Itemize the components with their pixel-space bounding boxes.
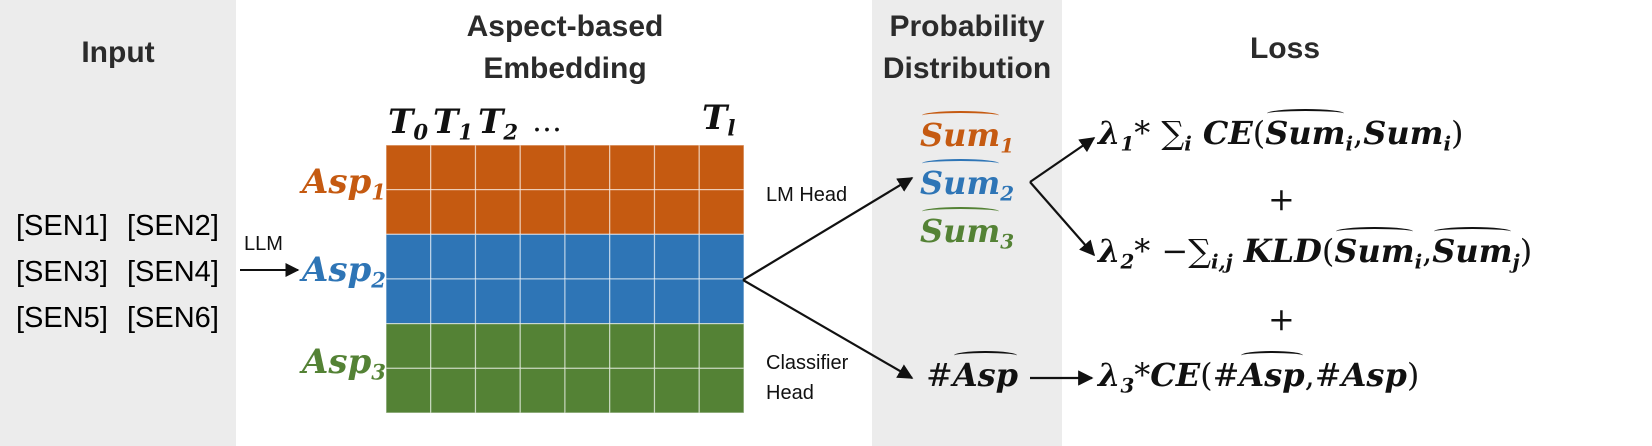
embedding-cell-aspect1 <box>474 189 521 235</box>
probability-header-line1: Probability <box>889 10 1045 43</box>
sum-hat-2: Sum2 <box>920 158 1015 206</box>
token-ellipsis: … <box>532 104 562 139</box>
input-header: Input <box>81 36 155 69</box>
loss-term-2: λ2* −∑i,j KLD(Sumi,Sumj) <box>1098 226 1533 274</box>
llm-label: LLM <box>244 233 283 255</box>
embedding-cell-aspect1 <box>385 144 432 191</box>
token-t2: T2 <box>478 102 518 145</box>
embedding-cell-aspect2 <box>698 278 745 325</box>
embedding-cell-aspect1 <box>698 144 745 191</box>
embedding-cell-aspect1 <box>519 144 566 191</box>
embedding-cell-aspect2 <box>474 278 521 325</box>
embedding-cell-aspect3 <box>519 323 566 369</box>
sentence-1: [SEN1] <box>16 210 108 242</box>
probability-header-line2: Distribution <box>882 52 1052 85</box>
embedding-cell-aspect1 <box>474 144 521 191</box>
plus-sign-1: + <box>1268 180 1295 218</box>
embedding-cell-aspect1 <box>519 189 566 235</box>
embedding-cell-aspect1 <box>385 189 432 235</box>
embedding-cell-aspect2 <box>385 278 432 325</box>
embedding-cell-aspect1 <box>653 144 700 191</box>
plus-sign-2: + <box>1268 300 1295 338</box>
embedding-cell-aspect3 <box>474 323 521 369</box>
aspect-count-hat: #Asp <box>926 350 1019 394</box>
token-t1: T1 <box>433 102 473 145</box>
embedding-cell-aspect1 <box>430 144 477 191</box>
sum-hat-3: Sum3 <box>920 206 1015 254</box>
embedding-cell-aspect2 <box>653 278 700 325</box>
embedding-cell-aspect3 <box>564 323 611 369</box>
embedding-cell-aspect1 <box>430 189 477 235</box>
sentence-2: [SEN2] <box>127 210 219 242</box>
classifier-head-arrow <box>742 279 914 379</box>
token-tl: Tl <box>702 98 736 141</box>
embedding-cell-aspect3 <box>430 323 477 369</box>
embedding-cell-aspect1 <box>698 189 745 235</box>
embedding-cell-aspect2 <box>519 233 566 280</box>
sentence-4: [SEN4] <box>127 256 219 288</box>
loss-branch-arrow-2 <box>1029 181 1096 257</box>
embedding-cell-aspect2 <box>653 233 700 280</box>
sentence-5: [SEN5] <box>16 302 108 334</box>
aspect-label-3: Asp3 <box>302 342 386 385</box>
token-t0: T0 <box>388 102 428 145</box>
sentence-6: [SEN6] <box>127 302 219 334</box>
loss-term-3: λ3*CE(#Asp,#Asp) <box>1098 350 1420 398</box>
aspect-label-1: Asp1 <box>302 162 386 205</box>
embedding-cell-aspect3 <box>564 367 611 414</box>
loss-branch-arrow-1 <box>1029 137 1096 183</box>
loss-term-1: λ1* ∑i CE(Sumi,Sumi) <box>1098 108 1464 156</box>
embedding-cell-aspect3 <box>698 367 745 414</box>
sentence-3: [SEN3] <box>16 256 108 288</box>
lm-head-arrow <box>742 177 914 281</box>
lm-head-label: LM Head <box>766 184 848 206</box>
input-panel <box>0 0 236 446</box>
loss-header: Loss <box>1249 32 1321 65</box>
embedding-header-line2: Embedding <box>483 52 647 85</box>
embedding-cell-aspect3 <box>430 367 477 414</box>
aspect-label-2: Asp2 <box>302 250 386 293</box>
embedding-header-line1: Aspect-based <box>466 10 664 43</box>
embedding-cell-aspect2 <box>564 278 611 325</box>
classifier-head-label-line1: Classifier <box>766 352 849 374</box>
embedding-cell-aspect3 <box>653 367 700 414</box>
classifier-head-label-line2: Head <box>766 382 814 404</box>
sum-hat-1: Sum1 <box>920 110 1015 158</box>
embedding-cell-aspect2 <box>698 233 745 280</box>
